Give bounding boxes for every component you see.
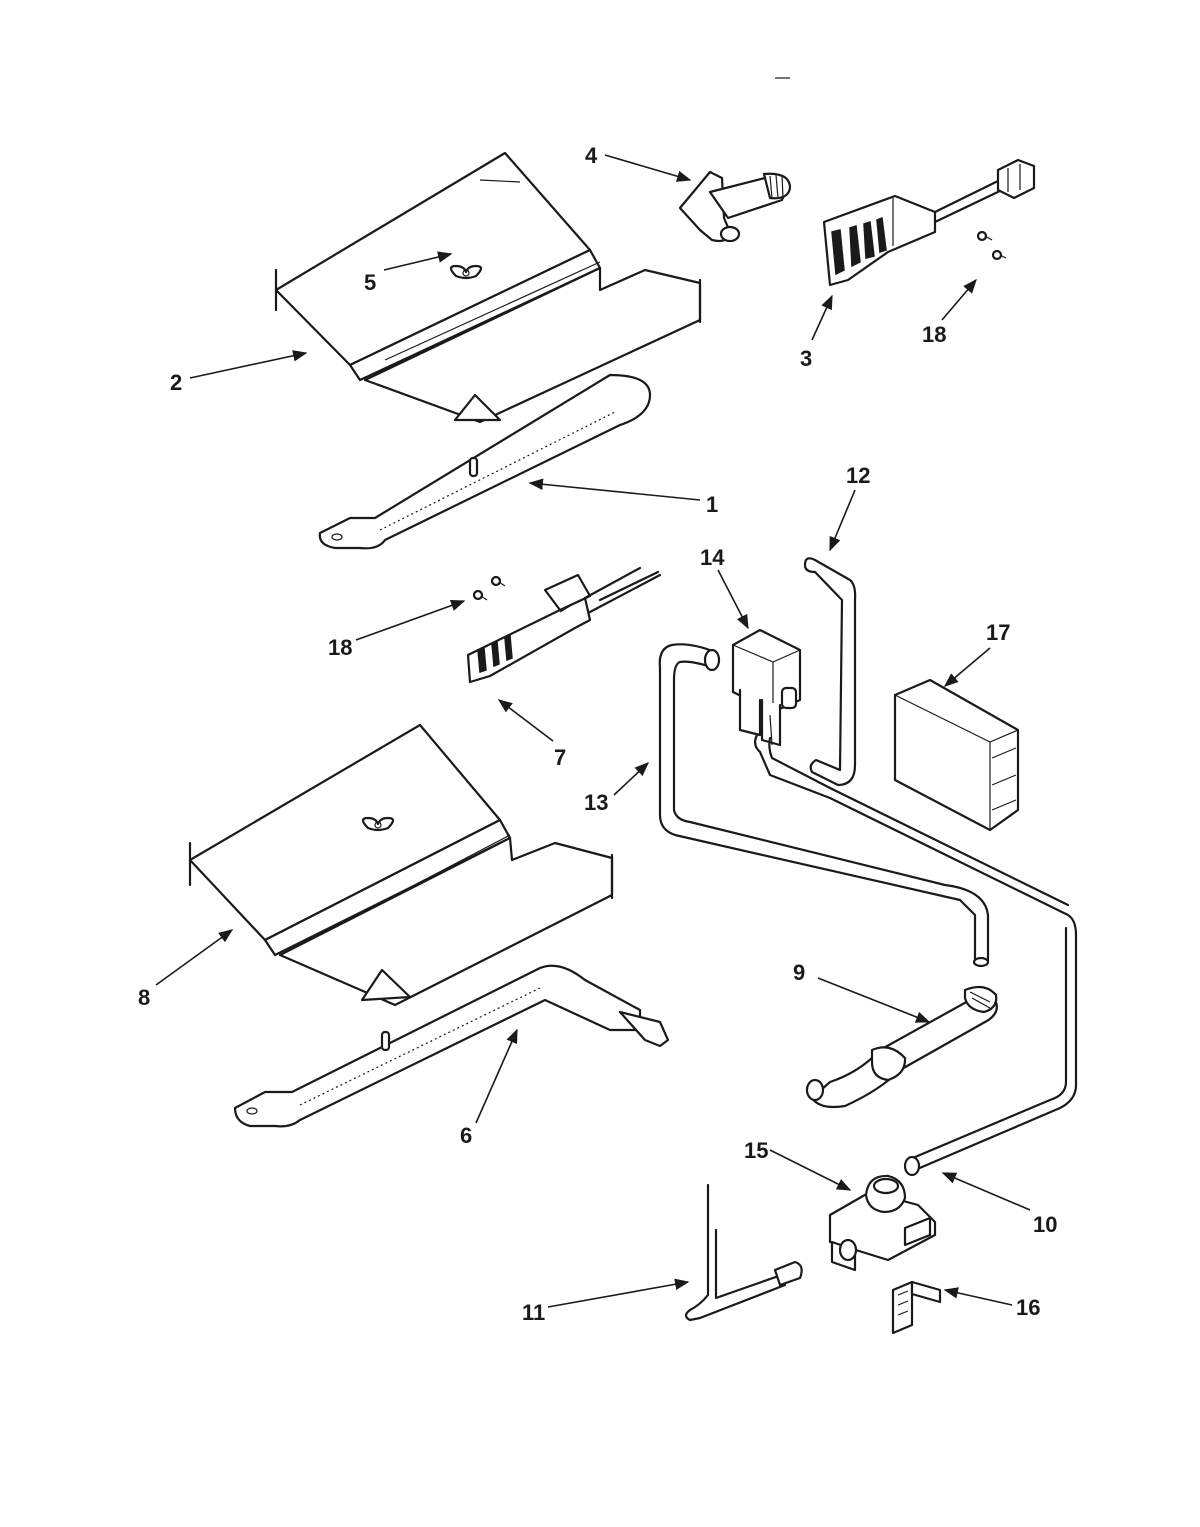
callout-1: 1 xyxy=(528,478,718,517)
svg-text:6: 6 xyxy=(460,1123,472,1148)
svg-text:15: 15 xyxy=(744,1138,768,1163)
callout-7: 7 xyxy=(497,699,566,770)
insulation-box xyxy=(893,678,1020,832)
callout-9: 9 xyxy=(793,960,931,1023)
callout-2: 2 xyxy=(170,350,308,395)
svg-text:7: 7 xyxy=(554,745,566,770)
callout-17: 17 xyxy=(943,620,1010,687)
callout-8: 8 xyxy=(138,929,234,1010)
callout-6: 6 xyxy=(460,1028,518,1148)
svg-text:4: 4 xyxy=(585,143,598,168)
upper-igniter xyxy=(822,158,1036,287)
gas-tube-12 xyxy=(803,557,857,787)
callout-15: 15 xyxy=(744,1138,852,1191)
callout-10: 10 xyxy=(941,1172,1057,1237)
pressure-regulator xyxy=(828,1174,937,1272)
callout-18-lower: 18 xyxy=(328,599,466,660)
svg-text:12: 12 xyxy=(846,463,870,488)
orifice-holder xyxy=(678,170,792,243)
svg-text:11: 11 xyxy=(522,1300,545,1325)
wing-nut xyxy=(449,264,483,280)
callout-4: 4 xyxy=(585,143,692,182)
svg-text:14: 14 xyxy=(700,545,725,570)
callout-11: 11 xyxy=(522,1278,690,1325)
wing-nut-lower xyxy=(361,816,395,832)
svg-text:17: 17 xyxy=(986,620,1010,645)
pilot-tube xyxy=(684,1183,803,1322)
screw-pair-lower xyxy=(472,575,506,601)
lower-burner-tube xyxy=(233,964,670,1128)
burner-orifice-tube xyxy=(805,985,998,1109)
callout-12: 12 xyxy=(829,463,870,552)
svg-text:18: 18 xyxy=(922,322,946,347)
svg-text:18: 18 xyxy=(328,635,352,660)
svg-text:5: 5 xyxy=(364,270,376,295)
callout-16: 16 xyxy=(943,1287,1040,1320)
gas-tube-13 xyxy=(658,643,990,968)
gas-tube-10 xyxy=(753,733,1078,1177)
screw-pair-upper xyxy=(976,230,1007,261)
svg-text:13: 13 xyxy=(584,790,608,815)
callout-14: 14 xyxy=(700,545,749,630)
callout-3: 3 xyxy=(800,294,833,371)
lower-burner-baffle xyxy=(188,723,614,1007)
callout-13: 13 xyxy=(584,762,650,815)
callout-18-upper: 18 xyxy=(922,278,977,347)
safety-valve-bracket xyxy=(731,628,802,747)
svg-text:10: 10 xyxy=(1033,1212,1057,1237)
svg-text:8: 8 xyxy=(138,985,150,1010)
svg-text:16: 16 xyxy=(1016,1295,1040,1320)
callout-5: 5 xyxy=(364,251,453,295)
lower-igniter xyxy=(466,566,662,684)
upper-burner-tube xyxy=(318,373,652,550)
svg-text:3: 3 xyxy=(800,346,812,371)
svg-text:9: 9 xyxy=(793,960,805,985)
svg-text:2: 2 xyxy=(170,370,182,395)
regulator-bracket xyxy=(891,1280,942,1335)
svg-text:1: 1 xyxy=(706,492,718,517)
